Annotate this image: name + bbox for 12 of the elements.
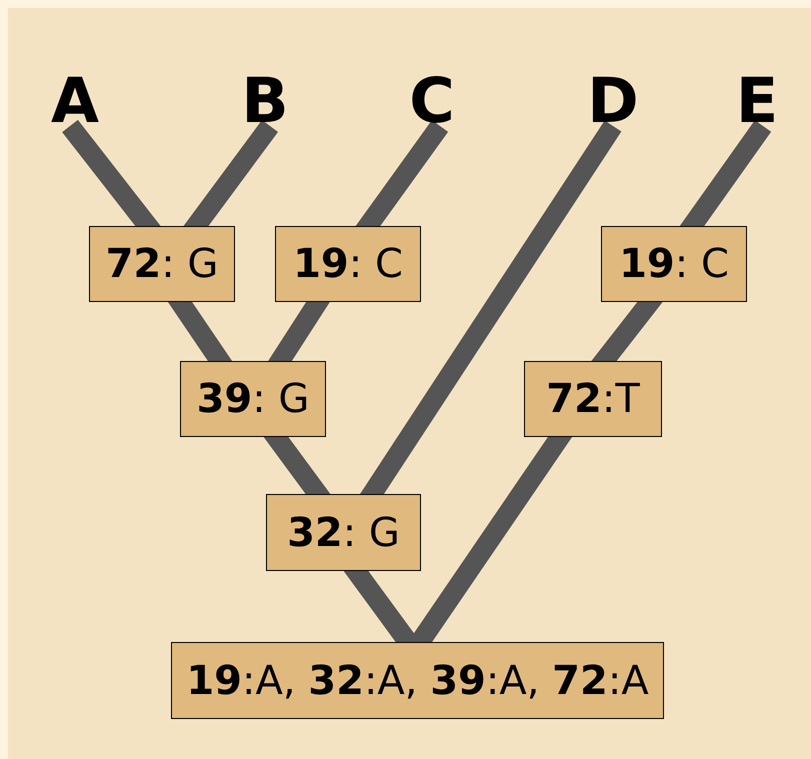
mutation-box: 19: C (601, 226, 747, 302)
taxon-label: A (51, 70, 99, 132)
taxon-label: B (241, 70, 289, 132)
mutation-box: 39: G (180, 361, 326, 437)
taxon-label: C (409, 70, 455, 132)
mutation-box: 72: G (89, 226, 235, 302)
taxon-label: D (587, 70, 639, 132)
mutation-box: 19: C (275, 226, 421, 302)
mutation-box: 19:A, 32:A, 39:A, 72:A (171, 642, 664, 719)
taxon-label: E (736, 70, 778, 132)
mutation-box: 72:T (524, 361, 662, 437)
mutation-box: 32: G (266, 494, 421, 571)
